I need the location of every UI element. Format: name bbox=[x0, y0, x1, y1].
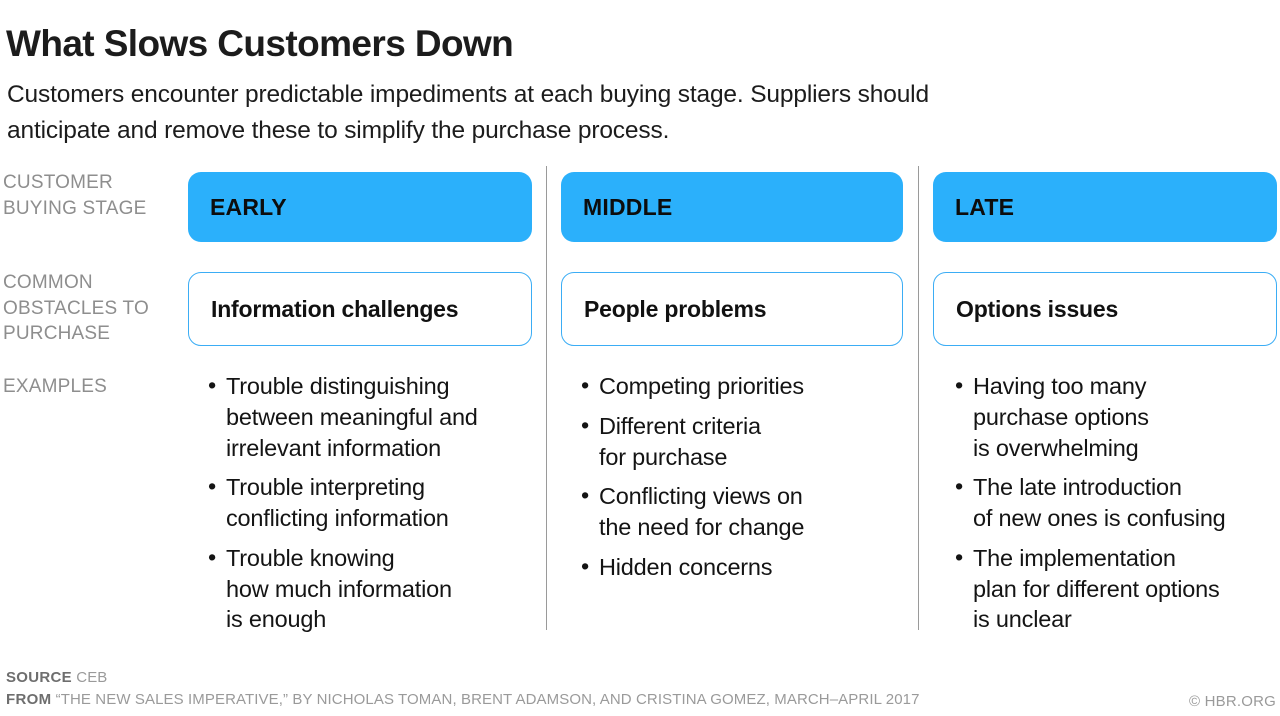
bullet-icon: • bbox=[581, 372, 590, 398]
list-item-text: Having too many purchase options is over… bbox=[973, 373, 1149, 461]
examples-list-late: • Having too many purchase options is ov… bbox=[955, 371, 1277, 644]
bullet-icon: • bbox=[208, 372, 217, 398]
stage-column-late: LATE Options issues • Having too many pu… bbox=[933, 0, 1277, 716]
column-divider-1 bbox=[546, 166, 547, 630]
list-item-text: Trouble knowing how much information is … bbox=[226, 544, 452, 633]
stage-badge-label: EARLY bbox=[210, 193, 287, 220]
column-divider-2 bbox=[918, 166, 919, 630]
list-item-text: Hidden concerns bbox=[599, 553, 773, 580]
bullet-icon: • bbox=[581, 552, 590, 579]
list-item: • Trouble interpreting conflicting infor… bbox=[208, 472, 532, 534]
footer-source-line: SOURCE CEB bbox=[6, 667, 1276, 688]
row-label-common-obstacles: Common obstacles to purchase bbox=[3, 272, 150, 345]
list-item: • The late introduction of new ones is c… bbox=[955, 472, 1277, 534]
list-item: • Hidden concerns bbox=[581, 552, 903, 583]
bullet-icon: • bbox=[208, 473, 217, 500]
list-item: • Having too many purchase options is ov… bbox=[955, 371, 1277, 463]
obstacle-card-early: Information challenges bbox=[188, 272, 532, 346]
obstacle-card-label: Information challenges bbox=[211, 295, 459, 322]
footer: SOURCE CEB FROM “THE NEW SALES IMPERATIV… bbox=[6, 667, 1276, 710]
row-label-customer-buying-stage: Customer buying stage bbox=[3, 172, 147, 219]
footer-from-value: “THE NEW SALES IMPERATIVE,” BY NICHOLAS … bbox=[55, 690, 920, 708]
bullet-icon: • bbox=[581, 482, 590, 509]
list-item-text: Competing priorities bbox=[599, 373, 804, 399]
stage-badge-early: EARLY bbox=[188, 172, 532, 242]
obstacle-card-label: People problems bbox=[584, 295, 767, 322]
list-item-text: The late introduction of new ones is con… bbox=[973, 474, 1226, 532]
stage-badge-label: LATE bbox=[955, 193, 1015, 220]
page-title: What Slows Customers Down bbox=[6, 22, 514, 64]
stage-column-early: EARLY Information challenges • Trouble d… bbox=[188, 0, 532, 716]
stage-badge-label: MIDDLE bbox=[583, 193, 673, 220]
obstacle-card-late: Options issues bbox=[933, 272, 1277, 346]
list-item-text: Different criteria for purchase bbox=[599, 412, 761, 470]
stage-column-middle: MIDDLE People problems • Competing prior… bbox=[561, 0, 903, 716]
list-item: • Trouble distinguishing between meaning… bbox=[208, 371, 532, 463]
list-item-text: Trouble distinguishing between meaningfu… bbox=[226, 373, 478, 461]
obstacle-card-middle: People problems bbox=[561, 272, 903, 346]
list-item: • Competing priorities bbox=[581, 371, 903, 402]
list-item-text: The implementation plan for different op… bbox=[973, 544, 1220, 633]
footer-credit: © HBR.ORG bbox=[1188, 693, 1276, 710]
bullet-icon: • bbox=[208, 543, 217, 570]
footer-source-key: SOURCE bbox=[6, 669, 72, 687]
page-subtitle: Customers encounter predictable impedime… bbox=[7, 80, 929, 144]
bullet-icon: • bbox=[581, 411, 590, 438]
list-item-text: Conflicting views on the need for change bbox=[599, 483, 805, 541]
examples-list-middle: • Competing priorities • Different crite… bbox=[581, 371, 903, 592]
list-item: • Trouble knowing how much information i… bbox=[208, 543, 532, 635]
list-item: • Different criteria for purchase bbox=[581, 411, 903, 473]
bullet-icon: • bbox=[955, 473, 964, 500]
bullet-icon: • bbox=[955, 543, 964, 570]
footer-from-key: FROM bbox=[6, 690, 52, 708]
bullet-icon: • bbox=[955, 372, 964, 398]
stage-badge-late: LATE bbox=[933, 172, 1277, 242]
list-item: • The implementation plan for different … bbox=[955, 543, 1277, 635]
obstacle-card-label: Options issues bbox=[956, 295, 1119, 322]
footer-source-value: CEB bbox=[76, 669, 108, 687]
row-label-examples: Examples bbox=[3, 376, 108, 397]
list-item-text: Trouble interpreting conflicting informa… bbox=[226, 474, 449, 532]
list-item: • Conflicting views on the need for chan… bbox=[581, 481, 903, 543]
stage-badge-middle: MIDDLE bbox=[561, 172, 903, 242]
footer-from-line: FROM “THE NEW SALES IMPERATIVE,” BY NICH… bbox=[6, 689, 1276, 710]
examples-list-early: • Trouble distinguishing between meaning… bbox=[208, 371, 532, 644]
